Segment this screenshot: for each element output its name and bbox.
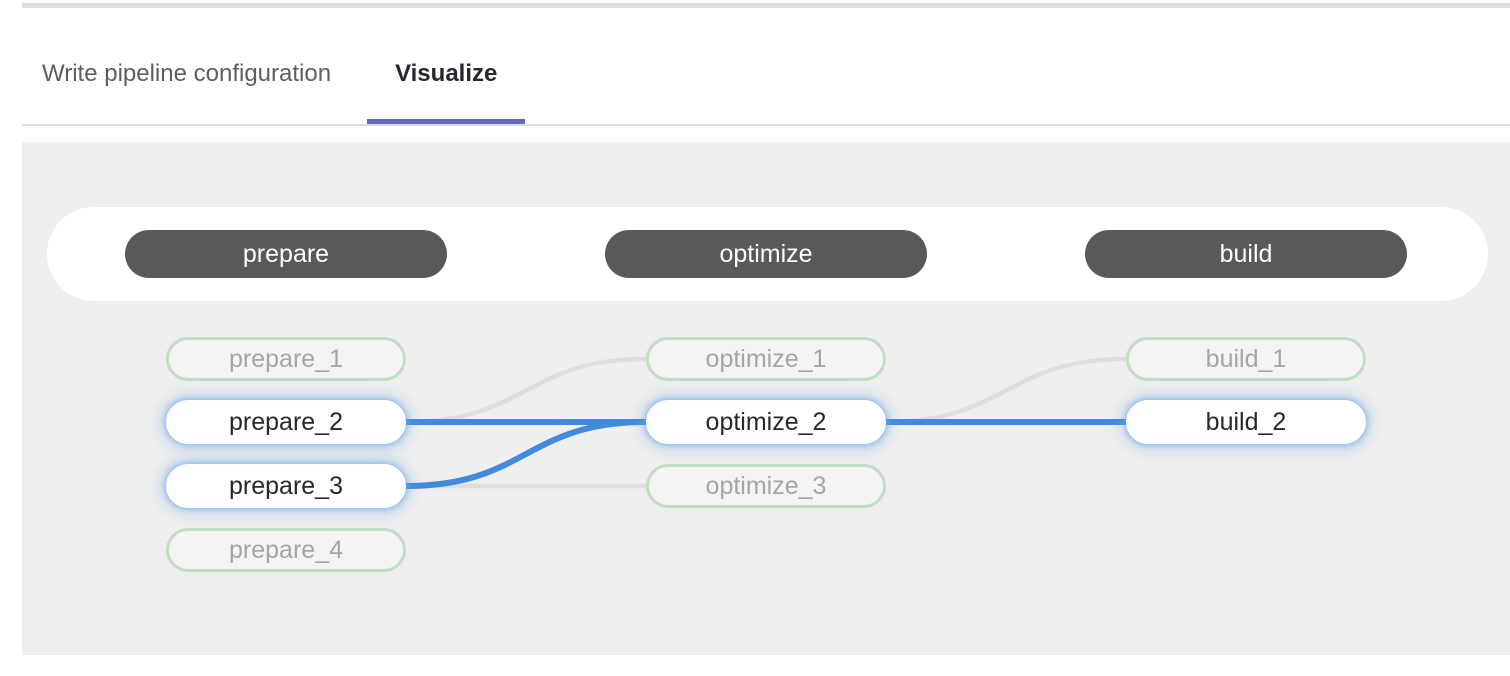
job-node-build_2[interactable]: build_2 xyxy=(1126,400,1366,444)
dependency-link-optimize_2-to-build_1 xyxy=(885,356,1127,425)
dependency-links-canvas xyxy=(405,356,1127,489)
job-node-optimize_1[interactable]: optimize_1 xyxy=(646,337,886,381)
top-divider xyxy=(22,3,1510,8)
tab-bar: Write pipeline configuration Visualize xyxy=(22,8,1510,126)
stage-pill-build: build xyxy=(1085,230,1407,278)
job-node-prepare_3[interactable]: prepare_3 xyxy=(166,464,406,508)
dependency-link-prepare_3-to-optimize_2 xyxy=(405,419,647,489)
job-node-prepare_1[interactable]: prepare_1 xyxy=(166,337,406,381)
job-node-prepare_4[interactable]: prepare_4 xyxy=(166,528,406,572)
stage-pill-prepare: prepare xyxy=(125,230,447,278)
job-node-prepare_2[interactable]: prepare_2 xyxy=(166,400,406,444)
stage-pill-optimize: optimize xyxy=(605,230,927,278)
job-node-optimize_3[interactable]: optimize_3 xyxy=(646,464,886,508)
job-node-build_1[interactable]: build_1 xyxy=(1126,337,1366,381)
tab-write-pipeline-configuration[interactable]: Write pipeline configuration xyxy=(42,59,332,87)
dependency-link-prepare_2-to-optimize_1 xyxy=(405,356,647,425)
tab-visualize[interactable]: Visualize xyxy=(367,28,526,124)
job-node-optimize_2[interactable]: optimize_2 xyxy=(646,400,886,444)
